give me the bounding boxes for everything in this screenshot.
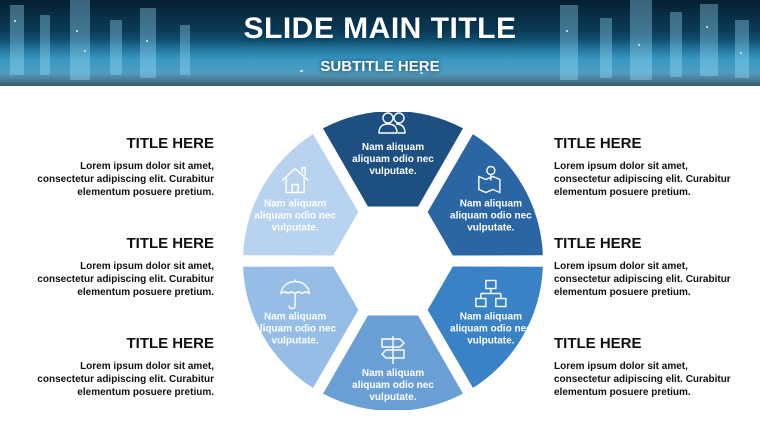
body-line: consectetur adipiscing elit. Curabitur	[37, 374, 214, 385]
right-text-block-1: TITLE HERE Lorem ipsum dolor sit amet, c…	[554, 135, 754, 199]
wheel-segment-3	[427, 266, 543, 388]
block-title: TITLE HERE	[126, 135, 214, 152]
body-line: consectetur adipiscing elit. Curabitur	[554, 174, 731, 185]
right-text-block-2: TITLE HERE Lorem ipsum dolor sit amet, c…	[554, 235, 754, 299]
body-line: elementum posuere pretium.	[554, 187, 691, 198]
right-text-block-3: TITLE HERE Lorem ipsum dolor sit amet, c…	[554, 335, 754, 399]
wheel-label-line: Nam aliquam	[362, 368, 424, 379]
body-line: consectetur adipiscing elit. Curabitur	[37, 274, 214, 285]
body-line: elementum posuere pretium.	[554, 287, 691, 298]
wheel-label-line: Nam aliquam	[264, 199, 326, 210]
body-line: Lorem ipsum dolor sit amet,	[80, 361, 214, 372]
signpost-icon	[381, 336, 405, 364]
wheel-segment-1	[323, 112, 463, 207]
home-icon	[281, 166, 309, 194]
network-icon	[475, 279, 507, 308]
wheel-label-line: aliquam odio nec	[352, 154, 434, 165]
block-title: TITLE HERE	[554, 335, 642, 352]
left-text-block-1: TITLE HERE Lorem ipsum dolor sit amet, c…	[14, 135, 214, 199]
body-line: Lorem ipsum dolor sit amet,	[554, 261, 688, 272]
block-body: Lorem ipsum dolor sit amet, consectetur …	[14, 260, 214, 299]
body-line: elementum posuere pretium.	[77, 287, 214, 298]
body-line: Lorem ipsum dolor sit amet,	[80, 261, 214, 272]
wheel-label-line: Nam aliquam	[264, 312, 326, 323]
body-line: elementum posuere pretium.	[77, 187, 214, 198]
block-title: TITLE HERE	[126, 235, 214, 252]
block-title: TITLE HERE	[554, 135, 642, 152]
slide-main-title: SLIDE MAIN TITLE	[243, 12, 517, 45]
wheel-label-line: vulputate.	[369, 392, 416, 403]
wheel-label-line: vulputate.	[467, 336, 514, 347]
wheel-label-line: vulputate.	[467, 223, 514, 234]
wheel-segment-5	[243, 266, 359, 388]
wheel-label-line: vulputate.	[272, 223, 319, 234]
block-body: Lorem ipsum dolor sit amet, consectetur …	[554, 160, 754, 199]
block-body: Lorem ipsum dolor sit amet, consectetur …	[554, 360, 754, 399]
body-line: elementum posuere pretium.	[77, 387, 214, 398]
block-body: Lorem ipsum dolor sit amet, consectetur …	[554, 260, 754, 299]
wheel-label-line: aliquam odio nec	[254, 211, 336, 222]
left-text-block-2: TITLE HERE Lorem ipsum dolor sit amet, c…	[14, 235, 214, 299]
wheel-label-line: vulputate.	[369, 166, 416, 177]
body-line: consectetur adipiscing elit. Curabitur	[554, 274, 731, 285]
users-icon	[378, 112, 406, 134]
block-title: TITLE HERE	[126, 335, 214, 352]
city-lights-background	[0, 0, 760, 86]
header-banner: SLIDE MAIN TITLE SUBTITLE HERE	[0, 0, 760, 86]
body-line: consectetur adipiscing elit. Curabitur	[554, 374, 731, 385]
wheel-segment-2	[427, 134, 543, 256]
umbrella-icon	[280, 279, 310, 310]
slide-subtitle: SUBTITLE HERE	[320, 58, 440, 75]
body-line: Lorem ipsum dolor sit amet,	[554, 161, 688, 172]
wheel-label-line: Nam aliquam	[460, 312, 522, 323]
body-line: Lorem ipsum dolor sit amet,	[554, 361, 688, 372]
wheel-label-line: aliquam odio nec	[450, 211, 532, 222]
block-body: Lorem ipsum dolor sit amet, consectetur …	[14, 160, 214, 199]
wheel-label-line: Nam aliquam	[362, 142, 424, 153]
left-text-block-3: TITLE HERE Lorem ipsum dolor sit amet, c…	[14, 335, 214, 399]
wheel-segment-6	[243, 134, 359, 256]
body-line: elementum posuere pretium.	[554, 387, 691, 398]
wheel-label-line: aliquam odio nec	[450, 324, 532, 335]
body-line: consectetur adipiscing elit. Curabitur	[37, 174, 214, 185]
body-line: Lorem ipsum dolor sit amet,	[80, 161, 214, 172]
block-body: Lorem ipsum dolor sit amet, consectetur …	[14, 360, 214, 399]
wheel-label-line: aliquam odio nec	[352, 380, 434, 391]
wheel-label-line: vulputate.	[272, 336, 319, 347]
wheel-label-line: aliquam odio nec	[254, 324, 336, 335]
wheel-label-line: Nam aliquam	[460, 199, 522, 210]
map-icon	[478, 165, 501, 194]
block-title: TITLE HERE	[554, 235, 642, 252]
